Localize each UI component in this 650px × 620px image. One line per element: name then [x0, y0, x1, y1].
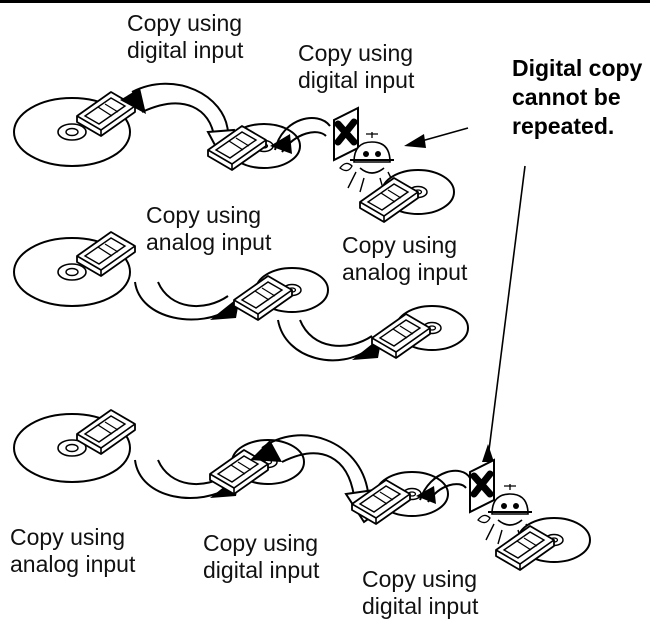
label-line: Copy using [10, 524, 126, 550]
label-line: analog input [342, 259, 468, 285]
label-line: digital input [362, 593, 479, 619]
label-line: analog input [10, 551, 136, 577]
label-copy-analog-1: Copy using analog input [146, 202, 271, 256]
label-copy-digital-2: Copy using digital input [298, 40, 414, 94]
label-line: analog input [146, 229, 272, 255]
label-line: Copy using [146, 202, 262, 228]
label-line: digital input [203, 557, 320, 583]
label-line: digital input [298, 67, 415, 93]
label-line: Copy using [127, 10, 243, 36]
label-copy-analog-3: Copy using analog input [10, 524, 135, 578]
warning-text: Digital copy cannot be repeated. [512, 54, 642, 141]
label-line: Copy using [298, 40, 414, 66]
label-line: Copy using [203, 530, 319, 556]
label-copy-digital-4: Copy using digital input [362, 566, 478, 620]
warning-line: repeated. [512, 113, 615, 139]
label-copy-analog-2: Copy using analog input [342, 232, 467, 286]
label-copy-digital-3: Copy using digital input [203, 530, 319, 584]
warning-line: Digital copy [512, 55, 643, 81]
warning-line: cannot be [512, 84, 621, 110]
label-copy-digital-1: Copy using digital input [127, 10, 243, 64]
label-line: Copy using [362, 566, 478, 592]
label-line: Copy using [342, 232, 458, 258]
label-line: digital input [127, 37, 244, 63]
